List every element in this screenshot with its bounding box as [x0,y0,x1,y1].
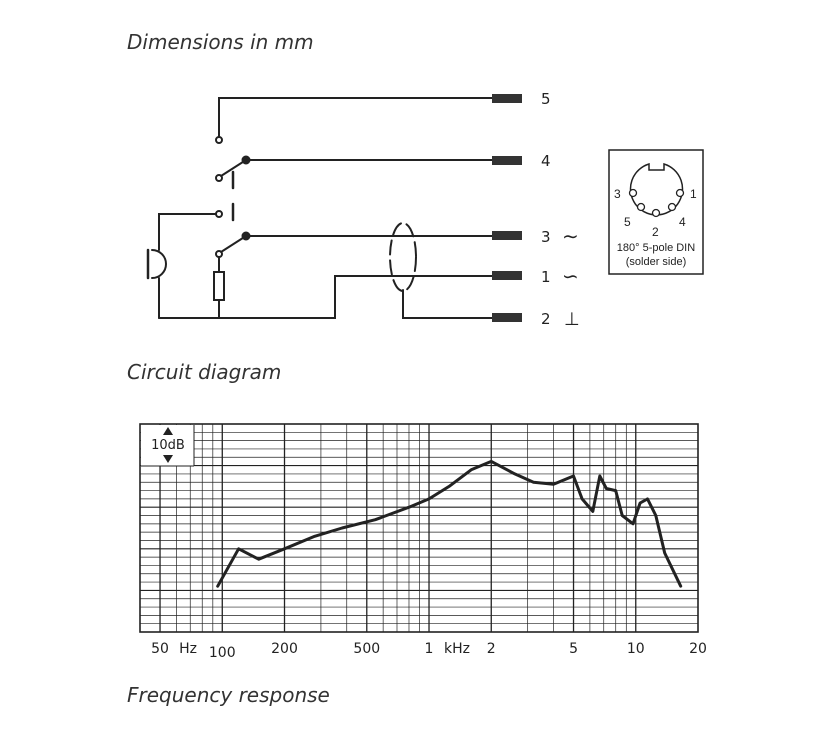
switch-blade-upper [220,159,247,177]
x-tick-label: 2 [487,641,496,657]
terminal-pin1 [492,271,522,280]
x-tick-label: 50 [151,641,169,657]
scale-down-arrow-icon [163,455,173,463]
din-pin-5 [636,202,646,212]
din-number-4: 4 [679,215,686,229]
din-pin-3 [628,188,638,198]
pin-terminals [492,94,522,322]
scale-indicator: 10dB [141,425,195,467]
pin-label-5: 5 [541,90,551,108]
pin-label-1: 1 [541,268,551,286]
signal-symbol-pin3: ∼ [562,224,579,248]
switch-contact-top [215,136,223,144]
x-tick-label: 1 [425,641,434,657]
pin-label-4: 4 [541,152,551,170]
din-connector-outline [629,162,684,216]
cable-shield [389,222,417,292]
x-tick-label: 10 [627,641,645,657]
junction-pin3 [241,231,251,241]
din-pin-2 [651,208,661,218]
din-pin-4 [667,202,677,212]
x-tick-label: 5 [569,641,578,657]
x-unit-label: kHz [444,641,470,657]
din-number-2: 2 [652,225,659,239]
scale-up-arrow-icon [163,427,173,435]
chart-grid [140,424,698,632]
din-connector: 3 1 5 4 2 180° 5-pole DIN (solder side) [608,149,704,275]
wire-pin5 [218,97,496,141]
switch-blade-lower [220,235,247,253]
terminal-pin4 [492,156,522,165]
pin-label-3: 3 [541,228,551,246]
x-tick-label: 100 [209,645,236,661]
pin-label-2: 2 [541,310,551,328]
chart-frame [139,423,699,633]
ground-symbol-pin2: ⊥ [564,309,580,330]
wire-pin1 [158,275,496,319]
x-unit-label: Hz [179,641,197,657]
terminal-pin3 [492,231,522,240]
microphone-capsule-icon [151,249,167,279]
signal-symbol-pin1: ∽ [562,264,579,288]
junction-pin4 [241,155,251,165]
circuit-heading: Circuit diagram [127,360,282,384]
response-curve [216,459,683,588]
wire-capsule-top [158,213,217,251]
scale-label: 10dB [151,438,185,453]
x-tick-label: 500 [353,641,380,657]
terminal-pin2 [492,313,522,322]
terminal-pin5 [492,94,522,103]
din-caption-line2: (solder side) [626,256,687,268]
dimensions-heading: Dimensions in mm [127,30,314,54]
wire-pin2 [402,289,496,319]
din-number-5: 5 [624,215,631,229]
x-tick-label: 200 [271,641,298,657]
din-number-3: 3 [614,187,621,201]
din-caption-line1: 180° 5-pole DIN [617,242,695,254]
x-tick-labels: 50 100 200 500 1 2 5 10 20 Hz kHz [151,641,707,661]
frequency-heading: Frequency response [127,683,330,707]
din-number-1: 1 [690,187,697,201]
din-pin-1 [675,188,685,198]
x-tick-label: 20 [689,641,707,657]
